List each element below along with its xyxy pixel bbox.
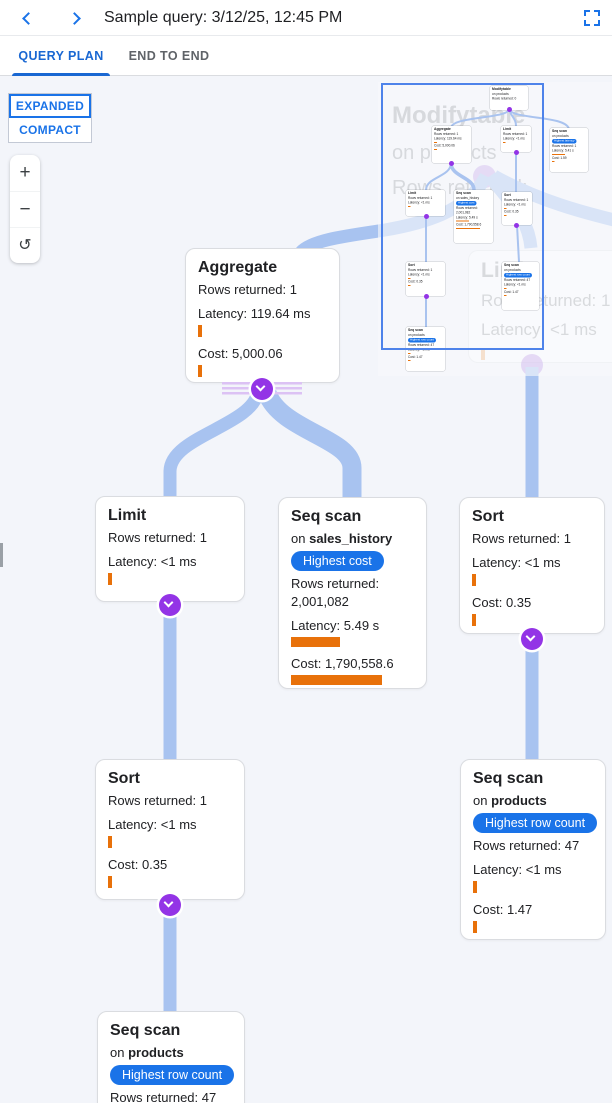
chevron-down-icon xyxy=(163,597,174,608)
plan-node-seq-scan-products-right[interactable]: Seq scan on products Highest row count R… xyxy=(460,759,606,940)
forward-button[interactable] xyxy=(62,4,90,32)
node-rows: Rows returned: 1 xyxy=(198,282,297,297)
node-title: Seq scan xyxy=(110,1022,181,1039)
zoom-controls: + − ↺ xyxy=(10,155,40,263)
cost-bar xyxy=(291,675,382,685)
highest-cost-badge: Highest cost xyxy=(291,551,384,571)
plan-node-sort-right[interactable]: Sort Rows returned: 1 Latency: <1 ms Cos… xyxy=(459,497,605,634)
minimap-connector-dot xyxy=(514,223,519,228)
latency-bar xyxy=(198,325,202,337)
node-latency: Latency: 119.64 ms xyxy=(198,306,311,321)
node-title: Limit xyxy=(108,507,147,524)
minimap-edges xyxy=(425,108,570,327)
zoom-out-button[interactable]: − xyxy=(10,191,40,227)
top-bar: Sample query: 3/12/25, 12:45 PM xyxy=(0,0,612,36)
latency-bar xyxy=(472,574,476,586)
latency-bar xyxy=(108,573,112,585)
minimap-connector-dot xyxy=(514,150,519,155)
chevron-down-icon xyxy=(163,897,174,908)
node-rows: Rows returned: 1 xyxy=(108,793,207,808)
minimap-connector-dot xyxy=(449,161,454,166)
collapse-node-button[interactable] xyxy=(521,628,543,650)
view-mode-toggle: EXPANDED COMPACT xyxy=(8,93,92,143)
minimap-connector-dot xyxy=(507,107,512,112)
node-latency: Latency: <1 ms xyxy=(108,554,197,569)
chevron-down-icon xyxy=(255,381,266,392)
latency-bar xyxy=(473,881,477,893)
minimap-connector-dot xyxy=(424,294,429,299)
fullscreen-button[interactable] xyxy=(584,10,600,26)
chevron-right-icon xyxy=(67,11,81,25)
node-rows: Rows returned: 47 xyxy=(110,1090,217,1103)
latency-bar xyxy=(108,836,112,848)
node-cost: Cost: 5,000.06 xyxy=(198,346,283,361)
node-latency: Latency: <1 ms xyxy=(473,862,562,877)
chevron-down-icon xyxy=(525,631,536,642)
tab-bar: QUERY PLAN END TO END xyxy=(0,36,612,76)
minimap-connector-dot xyxy=(424,214,429,219)
page-title: Sample query: 3/12/25, 12:45 PM xyxy=(104,9,343,26)
highest-row-count-badge: Highest row count xyxy=(473,813,598,833)
node-latency: Latency: <1 ms xyxy=(472,555,561,570)
node-cost: Cost: 1,790,558.6 xyxy=(291,656,394,671)
cost-bar xyxy=(472,614,476,626)
collapse-node-button[interactable] xyxy=(159,894,181,916)
reset-zoom-button[interactable]: ↺ xyxy=(10,227,40,263)
tab-query-plan[interactable]: QUERY PLAN xyxy=(12,36,110,76)
plan-node-sort-left[interactable]: Sort Rows returned: 1 Latency: <1 ms Cos… xyxy=(95,759,245,900)
tab-end-to-end[interactable]: END TO END xyxy=(128,49,210,63)
zoom-in-button[interactable]: + xyxy=(10,155,40,191)
node-table: on products xyxy=(110,1045,184,1060)
node-cost: Cost: 0.35 xyxy=(472,595,532,610)
node-cost: Cost: 0.35 xyxy=(108,857,168,872)
node-rows: Rows returned: 1 xyxy=(108,530,207,545)
node-rows: Rows returned: 2,001,082 xyxy=(291,576,380,609)
cost-bar xyxy=(108,876,112,888)
compact-button[interactable]: COMPACT xyxy=(9,118,91,142)
node-title: Seq scan xyxy=(291,508,362,525)
node-title: Sort xyxy=(108,770,140,787)
plan-node-aggregate[interactable]: Aggregate Rows returned: 1 Latency: 119.… xyxy=(185,248,340,383)
node-latency: Latency: 5.49 s xyxy=(291,618,380,633)
latency-bar xyxy=(291,637,340,647)
expanded-button[interactable]: EXPANDED xyxy=(9,94,91,118)
collapse-node-button[interactable] xyxy=(159,594,181,616)
node-rows: Rows returned: 1 xyxy=(472,531,571,546)
highest-row-count-badge: Highest row count xyxy=(110,1065,235,1085)
minimap-viewport[interactable] xyxy=(381,83,544,350)
fullscreen-icon xyxy=(584,10,590,16)
node-table: on products xyxy=(473,793,547,808)
node-title: Sort xyxy=(472,508,504,525)
chevron-left-icon xyxy=(21,11,35,25)
node-rows: Rows returned: 47 xyxy=(473,838,580,853)
plan-node-limit[interactable]: Limit Rows returned: 1 Latency: <1 ms xyxy=(95,496,245,602)
cost-bar xyxy=(473,921,477,933)
node-title: Aggregate xyxy=(198,259,278,276)
cost-bar xyxy=(198,365,202,377)
node-title: Seq scan xyxy=(473,770,544,787)
node-table: on sales_history xyxy=(291,531,393,546)
plan-node-seq-scan-products-bottom[interactable]: Seq scan on products Highest row count R… xyxy=(97,1011,245,1103)
query-plan-canvas[interactable]: Modifytable on products Rows returned: L… xyxy=(0,76,612,1103)
back-button[interactable] xyxy=(12,4,40,32)
scrollbar-thumb[interactable] xyxy=(0,543,3,567)
collapse-node-button[interactable] xyxy=(251,378,273,400)
node-latency: Latency: <1 ms xyxy=(108,817,197,832)
plan-node-seq-scan-sales-history[interactable]: Seq scan on sales_history Highest cost R… xyxy=(278,497,427,689)
node-cost: Cost: 1.47 xyxy=(473,902,533,917)
